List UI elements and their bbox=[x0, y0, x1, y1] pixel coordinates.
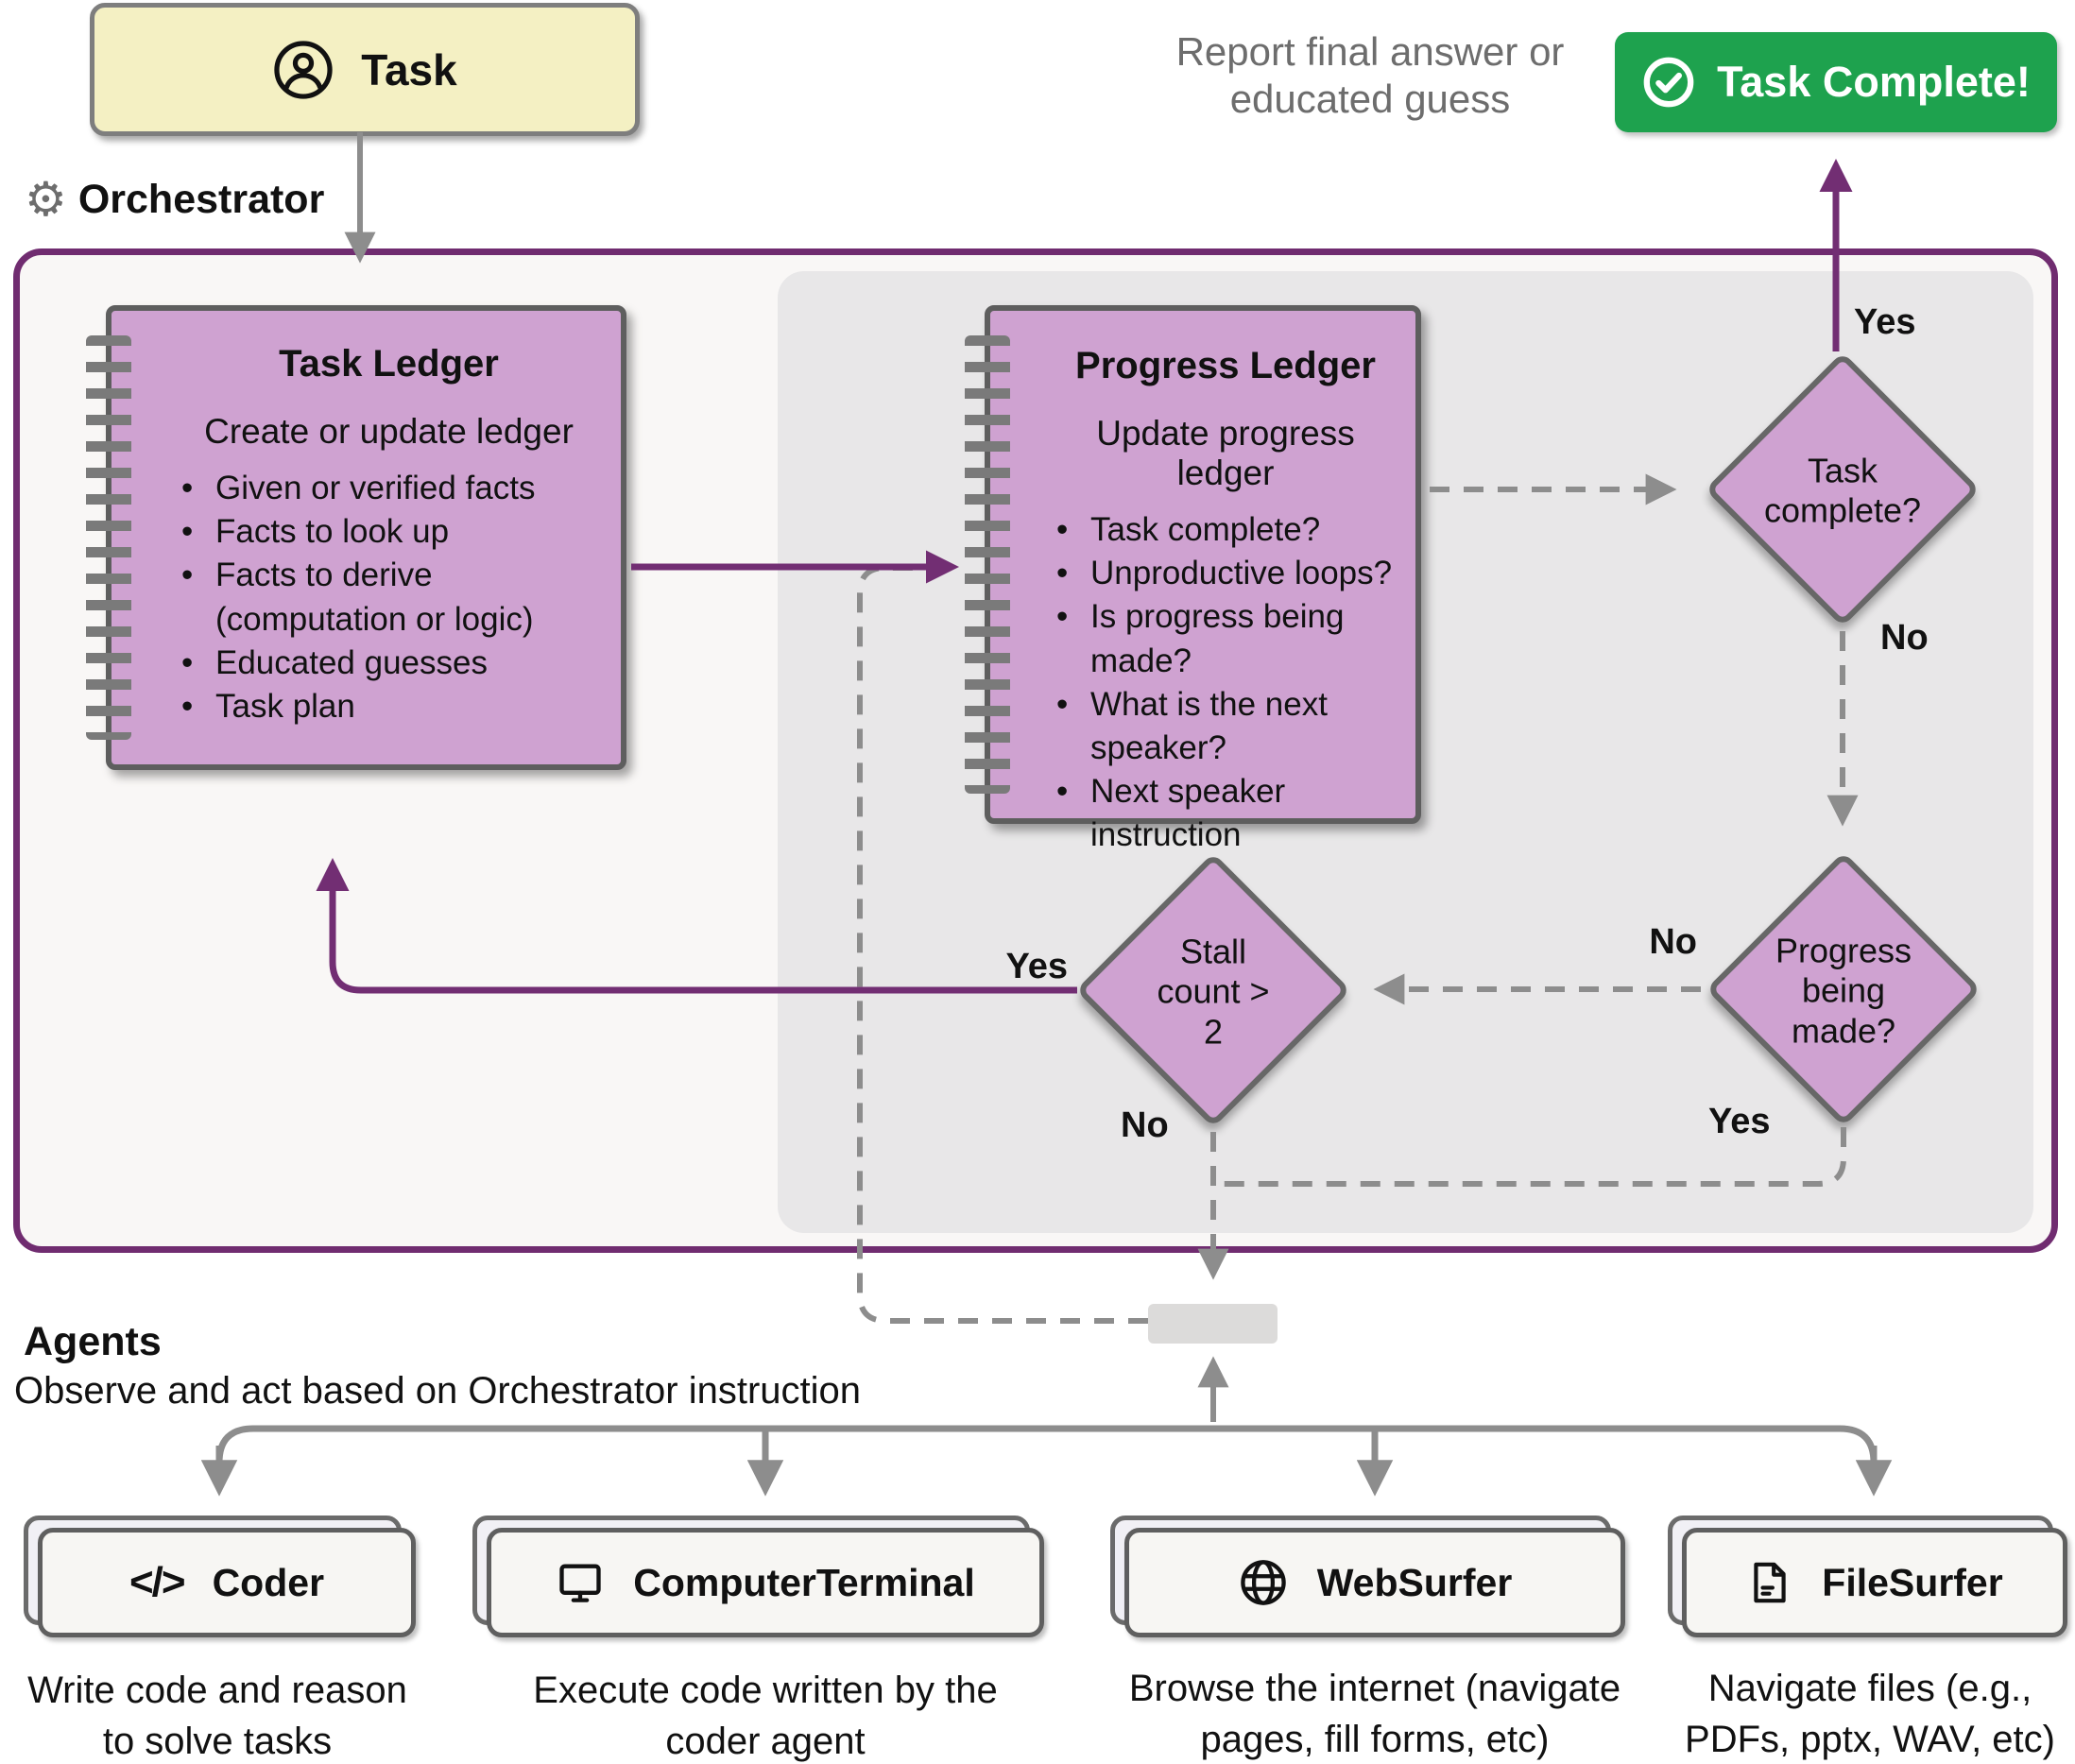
agent-card-front: </> Coder bbox=[38, 1528, 416, 1637]
task-complete-banner: Task Complete! bbox=[1615, 32, 2057, 132]
decision-progress-label: Progress being made? bbox=[1775, 931, 1912, 1051]
task-complete-banner-label: Task Complete! bbox=[1717, 58, 2031, 106]
progress-ledger-subtitle: Update progress ledger bbox=[1096, 414, 1355, 492]
report-final-answer-note: Report final answer or educated guess bbox=[1175, 29, 1565, 121]
agent-dispatch-bar bbox=[1148, 1304, 1278, 1344]
list-item: Task plan bbox=[174, 685, 604, 728]
agent-name: Coder bbox=[212, 1560, 325, 1604]
edge-label-no: No bbox=[1880, 618, 1929, 658]
user-icon bbox=[274, 40, 333, 99]
edge-label-yes: Yes bbox=[1005, 947, 1068, 986]
decision-stall-label: Stall count > 2 bbox=[1157, 932, 1270, 1052]
progress-ledger-card: Progress Ledger Update progress ledger T… bbox=[965, 305, 1421, 853]
progress-ledger-list: Task complete? Unproductive loops? Is pr… bbox=[1049, 508, 1402, 858]
terminal-icon bbox=[559, 1564, 601, 1602]
check-circle-icon bbox=[1643, 57, 1694, 108]
agent-card-websurfer: WebSurfer bbox=[1110, 1516, 1625, 1637]
agents-bus bbox=[200, 1425, 1893, 1497]
list-item: Given or verified facts bbox=[174, 467, 604, 510]
agent-description-filesurfer: Navigate files (e.g., PDFs, pptx, WAV, e… bbox=[1685, 1668, 2055, 1760]
file-icon bbox=[1754, 1562, 1786, 1603]
task-ledger-list: Given or verified facts Facts to look up… bbox=[174, 467, 604, 728]
list-item: Task complete? bbox=[1049, 508, 1402, 552]
task-ledger-title: Task Ledger bbox=[279, 343, 499, 385]
code-icon: </> bbox=[129, 1559, 186, 1605]
gear-icon: ⚙ bbox=[25, 173, 67, 226]
agent-name: ComputerTerminal bbox=[633, 1560, 975, 1604]
task-ledger-subtitle: Create or update ledger bbox=[204, 412, 574, 451]
agent-card-coder: </> Coder bbox=[24, 1516, 416, 1637]
decision-task-complete-label: Task complete? bbox=[1763, 451, 1922, 530]
list-item: Facts to look up bbox=[174, 510, 604, 554]
task-input-node: Task bbox=[90, 3, 640, 136]
task-ledger-card: Task Ledger Create or update ledger Give… bbox=[86, 305, 626, 770]
agent-card-front: WebSurfer bbox=[1124, 1528, 1625, 1637]
list-item: Next speaker instruction bbox=[1049, 770, 1402, 857]
edge-label-no: No bbox=[1121, 1105, 1169, 1145]
agent-card-front: FileSurfer bbox=[1682, 1528, 2067, 1637]
edge-label-yes: Yes bbox=[1854, 302, 1916, 342]
task-label: Task bbox=[361, 44, 457, 94]
agent-name: WebSurfer bbox=[1316, 1560, 1513, 1604]
orchestrator-caption-text: Orchestrator bbox=[77, 176, 325, 222]
agent-description-websurfer: Browse the internet (navigate pages, fil… bbox=[1128, 1668, 1621, 1760]
agent-name: FileSurfer bbox=[1822, 1560, 2003, 1604]
list-item: Is progress being made? bbox=[1049, 595, 1402, 682]
edge-label-no: No bbox=[1649, 922, 1697, 962]
agent-description-coder: Write code and reason to solve tasks bbox=[27, 1670, 407, 1762]
agent-card-computerterminal: ComputerTerminal bbox=[472, 1516, 1044, 1637]
agents-section-subtitle: Observe and act based on Orchestrator in… bbox=[14, 1370, 862, 1412]
agent-card-filesurfer: FileSurfer bbox=[1668, 1516, 2067, 1637]
list-item: Unproductive loops? bbox=[1049, 552, 1402, 595]
edge-label-yes: Yes bbox=[1708, 1102, 1771, 1141]
agents-section-title: Agents bbox=[24, 1319, 162, 1364]
orchestrator-caption: ⚙ Orchestrator bbox=[25, 176, 324, 223]
agent-description-computerterminal: Execute code written by the coder agent bbox=[533, 1670, 998, 1762]
list-item: What is the next speaker? bbox=[1049, 683, 1402, 770]
list-item: Educated guesses bbox=[174, 642, 604, 685]
globe-icon bbox=[1240, 1560, 1286, 1605]
list-item: Facts to derive (computation or logic) bbox=[174, 554, 604, 641]
progress-ledger-title: Progress Ledger bbox=[1075, 345, 1376, 386]
agent-card-front: ComputerTerminal bbox=[487, 1528, 1044, 1637]
